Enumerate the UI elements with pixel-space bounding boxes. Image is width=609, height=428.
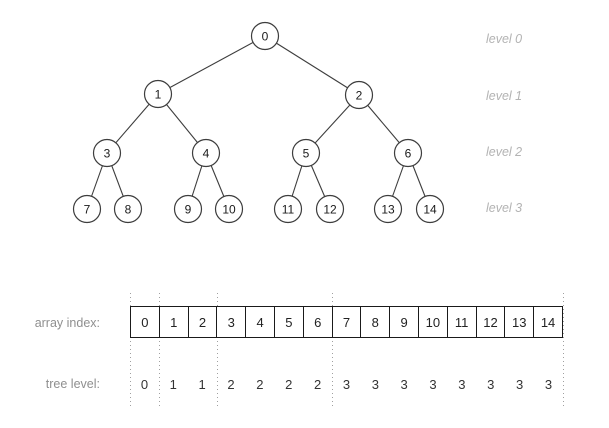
tree-node-9	[173, 194, 203, 224]
tree-level-value-3: 2	[227, 376, 235, 392]
tree-node-0	[250, 21, 280, 51]
array-cell-1: 1	[159, 307, 189, 337]
tree-node-10	[214, 194, 244, 224]
tree-node-label-12: 12	[323, 203, 337, 217]
tree-node-label-8: 8	[125, 203, 132, 217]
level-label-0: level 0	[486, 32, 523, 46]
tree-level-value-8: 3	[371, 376, 379, 392]
level-label-2: level 2	[486, 145, 523, 159]
tree-node-label-10: 10	[222, 203, 236, 217]
level-boundary-line-3	[216, 293, 218, 407]
tree-node-7	[72, 194, 102, 224]
tree-level-value-14: 3	[544, 376, 553, 392]
level-boundary-line-7	[332, 293, 334, 407]
array-cell-13: 13	[505, 307, 535, 337]
tree-level-value-7: 3	[342, 376, 351, 392]
array-cell-14: 14	[534, 307, 562, 337]
tree-node-12	[315, 194, 345, 224]
array-cell-3: 3	[217, 307, 247, 337]
level-boundary-line-15	[563, 293, 565, 407]
array-cell-11: 11	[447, 307, 477, 337]
tree-node-1	[143, 79, 173, 109]
tree-node-13	[373, 194, 403, 224]
array-index-label: array index:	[34, 316, 100, 330]
tree-node-label-5: 5	[303, 147, 310, 161]
tree-node-label-1: 1	[155, 88, 162, 102]
tree-level-value-13: 3	[515, 376, 524, 392]
tree-node-2	[344, 80, 374, 110]
tree-level-value-1: 1	[169, 376, 177, 392]
tree-node-4	[191, 138, 221, 168]
tree-node-label-2: 2	[356, 89, 363, 103]
tree-level-label: tree level:	[45, 377, 100, 391]
array-cell-2: 2	[188, 307, 218, 337]
tree-node-11	[273, 194, 303, 224]
tree-node-3	[92, 138, 122, 168]
tree-level-row: 0 1 1 2 2 2 2 3 3 3 3 3 3 3 3	[130, 376, 563, 392]
tree-level-value-6: 2	[313, 376, 322, 392]
array-cell-0: 0	[131, 307, 160, 337]
array-cell-9: 9	[390, 307, 419, 337]
array-cell-8: 8	[361, 307, 391, 337]
tree-edge-0-2	[264, 35, 360, 96]
tree-node-label-13: 13	[381, 203, 395, 217]
tree-level-value-0: 0	[140, 376, 149, 392]
array-cell-12: 12	[476, 307, 506, 337]
tree-node-label-4: 4	[203, 147, 210, 161]
tree-level-value-2: 1	[198, 376, 206, 392]
tree-level-value-11: 3	[458, 376, 466, 392]
tree-edge-0-1	[157, 35, 266, 95]
tree-level-value-4: 2	[256, 376, 264, 392]
level-boundary-line-0	[130, 293, 131, 407]
tree-level-value-12: 3	[487, 376, 495, 392]
array-cell-6: 6	[303, 307, 333, 337]
tree-node-14	[415, 194, 445, 224]
tree-node-8	[113, 194, 143, 224]
tree-level-value-5: 2	[285, 376, 293, 392]
level-label-3: level 3	[486, 201, 523, 215]
tree-level-value-9: 3	[400, 376, 408, 392]
level-boundary-line-1	[158, 293, 160, 407]
tree-node-label-11: 11	[282, 203, 295, 217]
array-cell-7: 7	[332, 307, 362, 337]
tree-node-6	[393, 138, 423, 168]
array-cell-10: 10	[418, 307, 448, 337]
tree-node-label-9: 9	[185, 203, 192, 217]
tree-node-5	[291, 138, 321, 168]
tree-node-label-0: 0	[262, 30, 269, 44]
tree-node-label-3: 3	[104, 147, 111, 161]
tree-node-label-7: 7	[84, 203, 91, 217]
tree-level-value-10: 3	[429, 376, 437, 392]
array-cell-5: 5	[274, 307, 304, 337]
array-cell-4: 4	[246, 307, 275, 337]
tree-node-label-14: 14	[423, 203, 437, 217]
tree-node-label-6: 6	[405, 147, 412, 161]
level-label-1: level 1	[486, 89, 523, 103]
